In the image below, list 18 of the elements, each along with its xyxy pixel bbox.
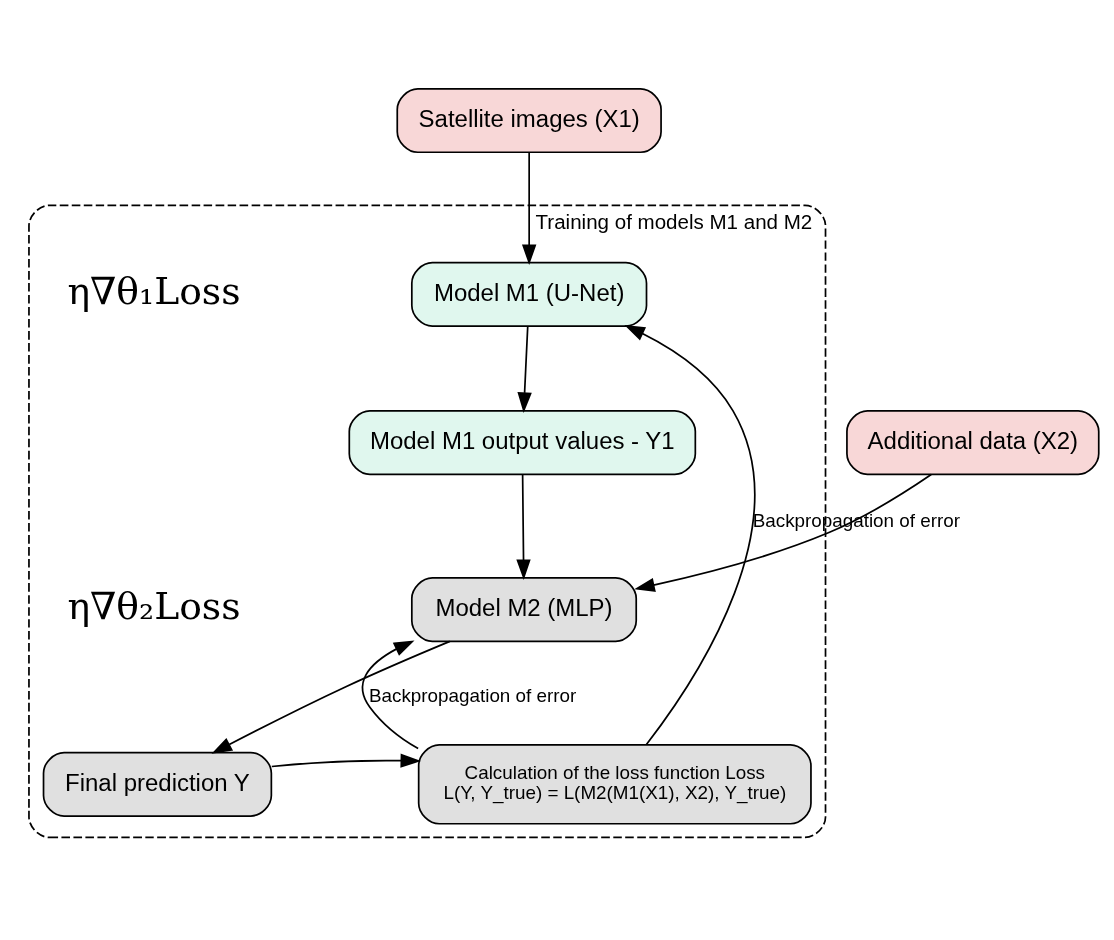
arrow [270, 753, 422, 768]
label: η∇θ₁Loss [67, 269, 241, 314]
arrow [361, 640, 419, 750]
node-box: Model M1 output values - Y1 [348, 410, 697, 476]
arrow [517, 325, 532, 413]
arrow [211, 640, 451, 754]
node-box: Model M1 (U-Net) [410, 261, 648, 327]
node-box: Final prediction Y [42, 751, 273, 817]
node-box: Model M2 (MLP) [410, 577, 638, 643]
arrow [516, 473, 531, 581]
label: η∇θ₂Loss [67, 584, 241, 629]
arrow [521, 151, 537, 266]
node-box: Additional data (X2) [846, 410, 1100, 476]
node-box: Satellite images (X1) [396, 88, 662, 154]
arrow [624, 325, 756, 746]
node-box: Calculation of the loss function Loss L(Y, Y_true) = L(M2(M1(X1), X2), Y_true) [417, 744, 812, 825]
edge-label: Backpropagation of error [369, 684, 577, 706]
arrow [634, 473, 933, 592]
